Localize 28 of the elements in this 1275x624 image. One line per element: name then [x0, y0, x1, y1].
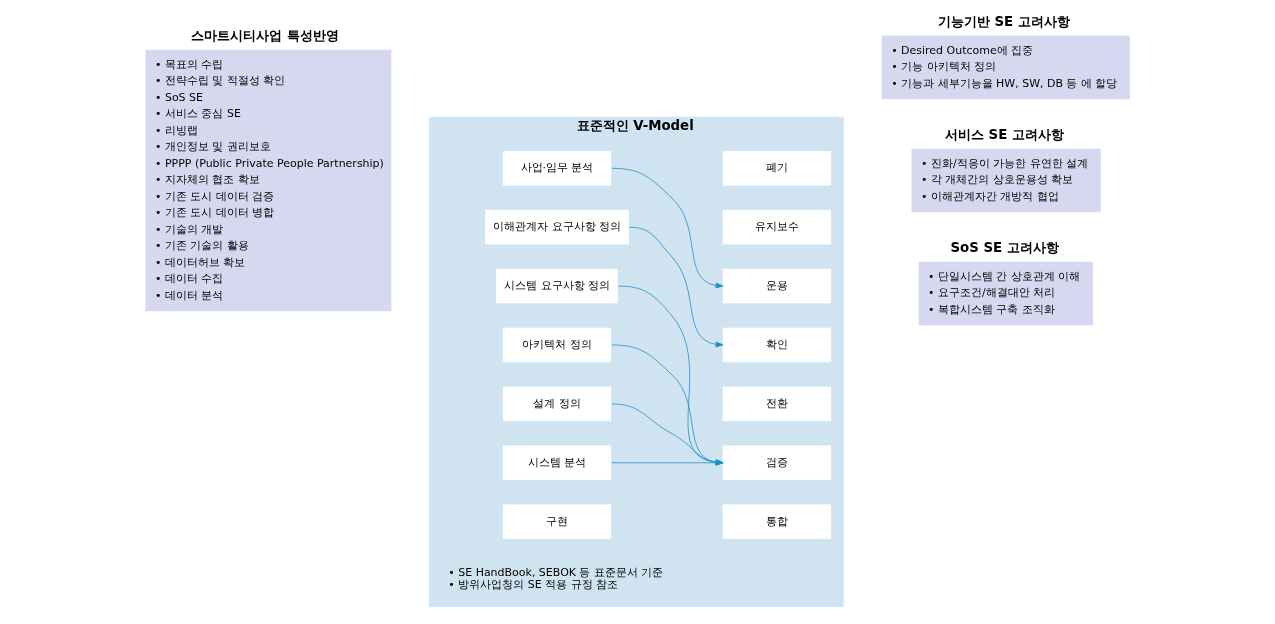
arrow	[611, 459, 724, 466]
node-box: 전환	[722, 386, 832, 422]
node-box: • 진화/적응이 가능한 유연한 설계 • 각 개체간의 상호운용성 확보 • 이해관계자간 개방적 협업	[911, 148, 1101, 213]
node-box: 확인	[722, 327, 832, 363]
node-box: 시스템 요구사항 정의	[496, 268, 618, 304]
node-box: 사업·임무 분석	[502, 151, 612, 186]
node-label: SoS SE 고려사항	[950, 240, 1059, 256]
node-box: 폐기	[722, 151, 832, 186]
node-box: 통합	[722, 504, 832, 539]
arrow	[617, 285, 724, 466]
node-box: 유지보수	[722, 209, 832, 245]
node-box: 구현	[502, 504, 612, 539]
node-box: • 목표의 수립 • 전략수립 및 적절성 확인 • SoS SE • 서비스 중심 SE • 리빙랩 • 개인정보 및 권리보호 • PPPP (Public Private People Partnership) • 지자체의 협조 확보 • 기존 도시 데이터 검증 • 기존 도시 데이터 병합 • 기술의 개발 • 기존 기술의 활용 • 데이터허브 확보 • 데이터 수집 • 데이터 분석	[145, 49, 392, 312]
node-box: 아키텍처 정의	[502, 327, 612, 363]
node-label: 스마트시티사업 특성반영	[191, 27, 340, 43]
node-box: 이해관계자 요구사항 정의	[485, 209, 629, 245]
arrow	[611, 403, 724, 466]
node-box: 설계 정의	[502, 386, 612, 422]
node-box: 검증	[722, 445, 832, 481]
arrow	[611, 167, 724, 289]
node-box: 운용	[722, 268, 832, 304]
node-box: 시스템 분석	[502, 445, 612, 481]
node-label: 서비스 SE 고려사항	[944, 126, 1064, 142]
arrow	[611, 344, 724, 466]
node-box: • 단일시스템 간 상호관계 이해 • 요구조건/해결대안 처리 • 복합시스템 구축 조직화	[918, 261, 1093, 326]
node-label: 기능기반 SE 고려사항	[937, 13, 1070, 29]
node-box: • Desired Outcome에 집중 • 기능 아키텍처 정의 • 기능과 세부기능을 HW, SW, DB 등 에 할당	[881, 35, 1130, 100]
arrow	[628, 226, 724, 348]
